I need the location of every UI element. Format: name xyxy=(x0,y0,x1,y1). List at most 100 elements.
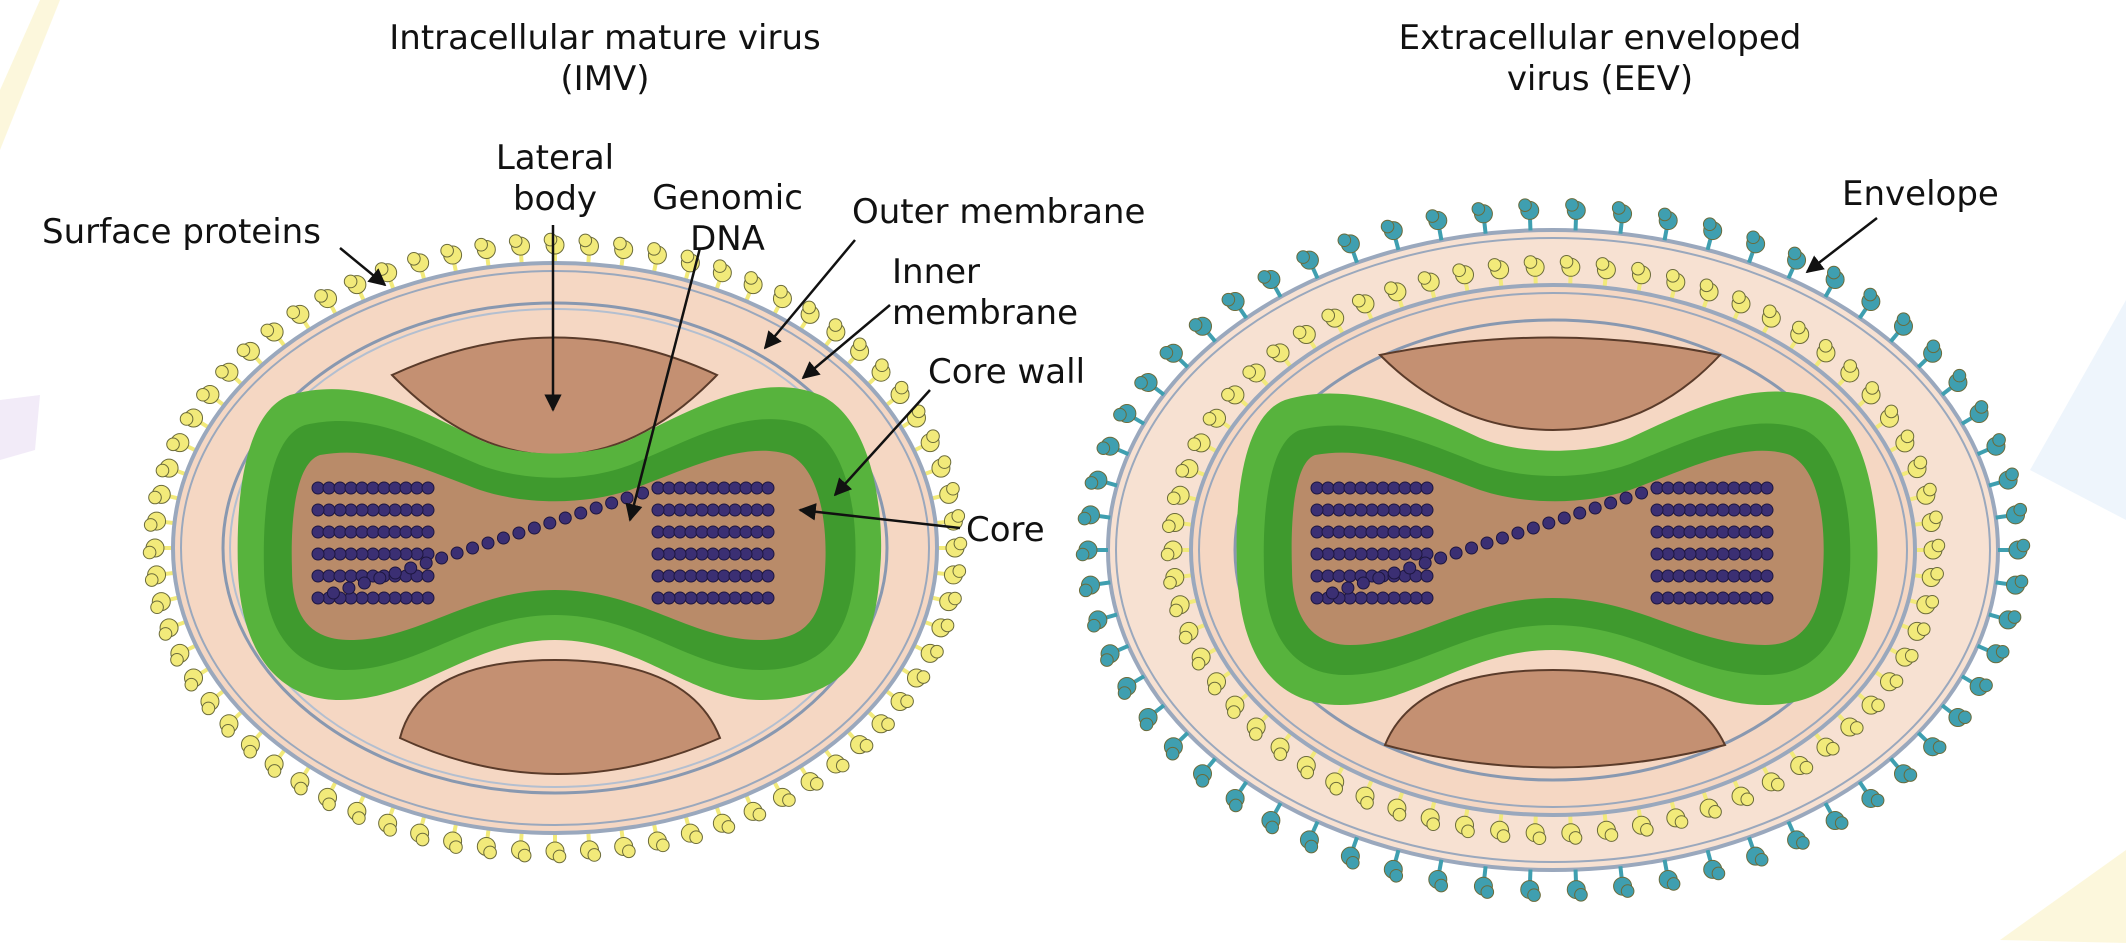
envelope-protein xyxy=(1889,757,1918,784)
imv-virion xyxy=(142,232,968,864)
dna-bead xyxy=(1372,571,1386,585)
dna-bead xyxy=(1672,525,1686,539)
surface-protein xyxy=(474,237,496,268)
dna-bead xyxy=(1409,503,1423,517)
surface-protein xyxy=(1270,731,1293,761)
dna-bead xyxy=(1738,569,1752,583)
dna-bead xyxy=(1354,481,1368,495)
dna-bead xyxy=(377,481,391,495)
surface-protein xyxy=(935,564,967,585)
dna-bead xyxy=(1511,526,1525,540)
surface-protein xyxy=(1561,814,1583,845)
surface-protein xyxy=(1487,258,1510,288)
dna-bead xyxy=(695,503,709,517)
envelope-protein xyxy=(1658,859,1681,891)
surface-protein xyxy=(1813,731,1840,757)
surface-protein xyxy=(1761,764,1785,792)
dna-bead xyxy=(620,491,634,505)
leader-surface-proteins xyxy=(339,247,387,287)
surface-protein xyxy=(1761,304,1781,336)
dna-bead xyxy=(1749,569,1763,583)
dna-bead xyxy=(419,556,433,570)
dna-bead xyxy=(1661,547,1675,561)
surface-protein xyxy=(866,710,895,734)
dna-bead xyxy=(410,525,424,539)
envelope-protein xyxy=(1113,404,1146,426)
dna-bead xyxy=(311,481,325,495)
surface-protein xyxy=(1325,764,1345,796)
dna-bead xyxy=(1354,503,1368,517)
dna-bead xyxy=(1716,525,1730,539)
dna-bead xyxy=(1376,591,1390,605)
surface-protein xyxy=(1160,540,1191,562)
envelope-protein xyxy=(1976,643,2010,664)
envelope-protein xyxy=(1746,230,1766,264)
dna-bead xyxy=(1409,591,1423,605)
dna-bead xyxy=(728,481,742,495)
dna-bead xyxy=(1365,525,1379,539)
envelope-protein xyxy=(1786,246,1807,280)
dna-bead xyxy=(651,547,665,561)
dna-bead xyxy=(1738,503,1752,517)
dna-bead xyxy=(1716,569,1730,583)
dna-bead xyxy=(706,591,720,605)
dna-bead xyxy=(1716,547,1730,561)
surface-protein xyxy=(219,710,244,738)
dna-bead xyxy=(673,591,687,605)
surface-protein xyxy=(1225,691,1250,719)
surface-protein xyxy=(1699,278,1719,310)
dna-bead xyxy=(684,525,698,539)
dna-bead xyxy=(673,547,687,561)
dna-bead xyxy=(1650,525,1664,539)
dna-bead xyxy=(1705,525,1719,539)
label-genomic-dna-line-1: Genomic xyxy=(652,178,803,218)
envelope-protein xyxy=(1225,780,1249,813)
dna-bead xyxy=(1694,569,1708,583)
envelope-protein xyxy=(1077,505,1111,526)
envelope-protein xyxy=(1078,575,1111,598)
dna-bead xyxy=(1365,481,1379,495)
dna-bead xyxy=(388,591,402,605)
surface-protein xyxy=(935,509,966,531)
dna-bead xyxy=(344,547,358,561)
surface-protein xyxy=(543,232,565,263)
dna-bead xyxy=(1716,503,1730,517)
dna-bead xyxy=(355,547,369,561)
dna-bead xyxy=(1343,481,1357,495)
surface-protein xyxy=(200,688,226,716)
surface-protein xyxy=(1163,568,1193,590)
surface-protein xyxy=(1813,339,1836,369)
dna-bead xyxy=(1332,547,1346,561)
dna-bead xyxy=(355,591,369,605)
dna-bead xyxy=(333,503,347,517)
envelope-protein xyxy=(1857,780,1885,808)
envelope-protein xyxy=(1100,643,1130,667)
dna-bead xyxy=(410,481,424,495)
dna-bead xyxy=(1705,547,1719,561)
surface-protein xyxy=(846,337,870,367)
eev-outer-membrane-line xyxy=(1198,292,1908,808)
dna-bead xyxy=(1738,525,1752,539)
dna-bead xyxy=(344,481,358,495)
dna-bead xyxy=(1716,481,1730,495)
dna-bead xyxy=(706,503,720,517)
dna-bead xyxy=(1749,591,1763,605)
dna-bead xyxy=(761,591,775,605)
envelope-protein xyxy=(1471,202,1493,234)
surface-protein xyxy=(1246,712,1270,741)
dna-bead xyxy=(366,525,380,539)
dna-bead xyxy=(1661,503,1675,517)
dna-bead xyxy=(1749,547,1763,561)
dna-bead xyxy=(717,591,731,605)
dna-bead xyxy=(1418,556,1432,570)
surface-protein xyxy=(1559,254,1581,286)
dna-bead xyxy=(1760,547,1774,561)
dna-bead xyxy=(1343,569,1357,583)
eev-virion xyxy=(1075,198,2031,902)
dna-bead xyxy=(1376,481,1390,495)
surface-protein xyxy=(1595,257,1616,288)
leader-core-wall xyxy=(833,389,931,497)
surface-protein xyxy=(1351,293,1375,322)
dna-bead xyxy=(399,503,413,517)
dna-bead xyxy=(739,547,753,561)
